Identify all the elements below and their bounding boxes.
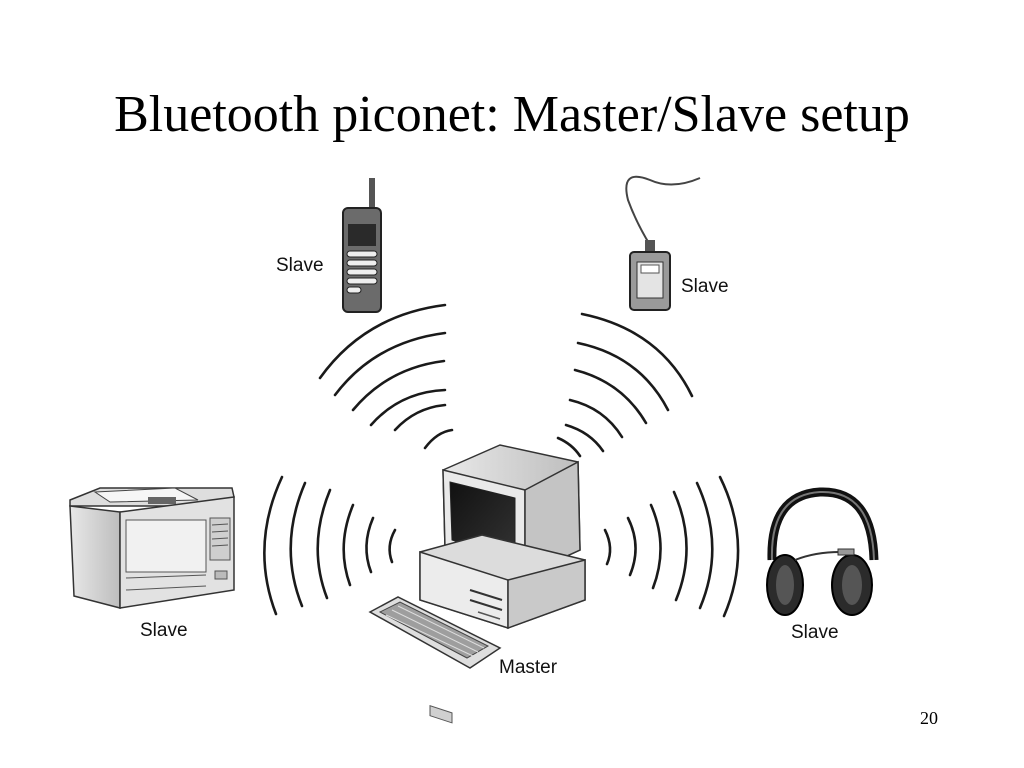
printer-icon [69,487,235,609]
signal-waves-right [603,475,740,618]
signal-waves-upper-right [556,312,694,458]
page-number: 20 [920,708,938,728]
slide-title: Bluetooth piconet: Master/Slave setup [114,86,910,143]
desktop-computer-icon [419,444,586,724]
pager-device-icon [625,175,701,311]
label-phone-slave: Slave [276,255,324,276]
label-computer-master: Master [499,657,558,678]
headphones-icon [766,487,879,616]
mobile-phone-icon [342,178,382,313]
signal-waves-upper-left [318,303,454,450]
label-headphones-slave: Slave [791,622,839,643]
label-printer-slave: Slave [140,620,188,641]
label-pager-slave: Slave [681,276,729,297]
keyboard-icon [368,596,502,669]
signal-waves-left [263,475,397,616]
